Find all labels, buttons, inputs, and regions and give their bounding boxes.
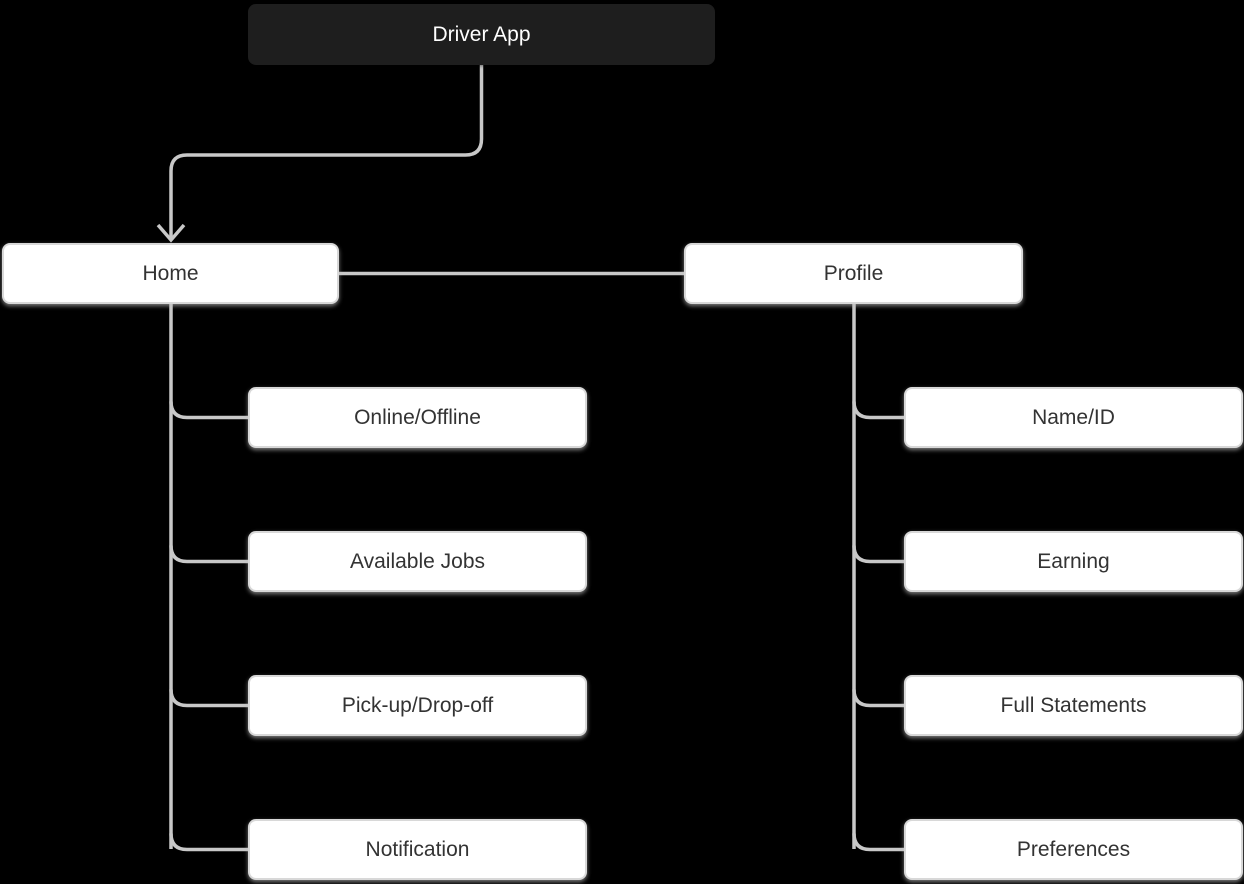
node-pickup-dropoff[interactable]: Pick-up/Drop-off bbox=[248, 675, 587, 736]
node-name-id[interactable]: Name/ID bbox=[904, 387, 1243, 448]
node-profile-label: Profile bbox=[823, 261, 884, 285]
edge-root-to-home-arrowhead bbox=[156, 223, 186, 243]
node-available-jobs[interactable]: Available Jobs bbox=[248, 531, 587, 592]
edge-root-to-home bbox=[169, 65, 484, 238]
node-name-id-label: Name/ID bbox=[1032, 405, 1115, 429]
edge-home-to-online-offline bbox=[169, 401, 248, 420]
node-online-offline-label: Online/Offline bbox=[354, 405, 481, 429]
node-driver-app[interactable]: Driver App bbox=[248, 4, 715, 65]
node-home[interactable]: Home bbox=[2, 243, 339, 304]
node-online-offline[interactable]: Online/Offline bbox=[248, 387, 587, 448]
node-earning-label: Earning bbox=[1037, 549, 1110, 573]
node-earning[interactable]: Earning bbox=[904, 531, 1243, 592]
node-preferences[interactable]: Preferences bbox=[904, 819, 1243, 880]
node-pickup-dropoff-label: Pick-up/Drop-off bbox=[341, 693, 494, 717]
node-home-label: Home bbox=[142, 261, 199, 285]
edge-home-to-pickup-dropoff bbox=[169, 689, 248, 708]
edge-profile-to-full-statements bbox=[852, 689, 904, 708]
node-full-statements-label: Full Statements bbox=[1000, 693, 1147, 717]
edge-profile-to-earning bbox=[852, 545, 904, 564]
edge-profile-to-name-id bbox=[852, 401, 904, 420]
node-notification[interactable]: Notification bbox=[248, 819, 587, 880]
edge-home-to-notification bbox=[169, 833, 248, 852]
node-preferences-label: Preferences bbox=[1016, 837, 1131, 861]
node-notification-label: Notification bbox=[365, 837, 470, 861]
edge-profile-to-preferences bbox=[852, 833, 904, 852]
node-driver-app-label: Driver App bbox=[432, 22, 531, 46]
node-full-statements[interactable]: Full Statements bbox=[904, 675, 1243, 736]
node-available-jobs-label: Available Jobs bbox=[349, 549, 486, 573]
node-profile[interactable]: Profile bbox=[684, 243, 1023, 304]
edge-home-to-available-jobs bbox=[169, 545, 248, 564]
